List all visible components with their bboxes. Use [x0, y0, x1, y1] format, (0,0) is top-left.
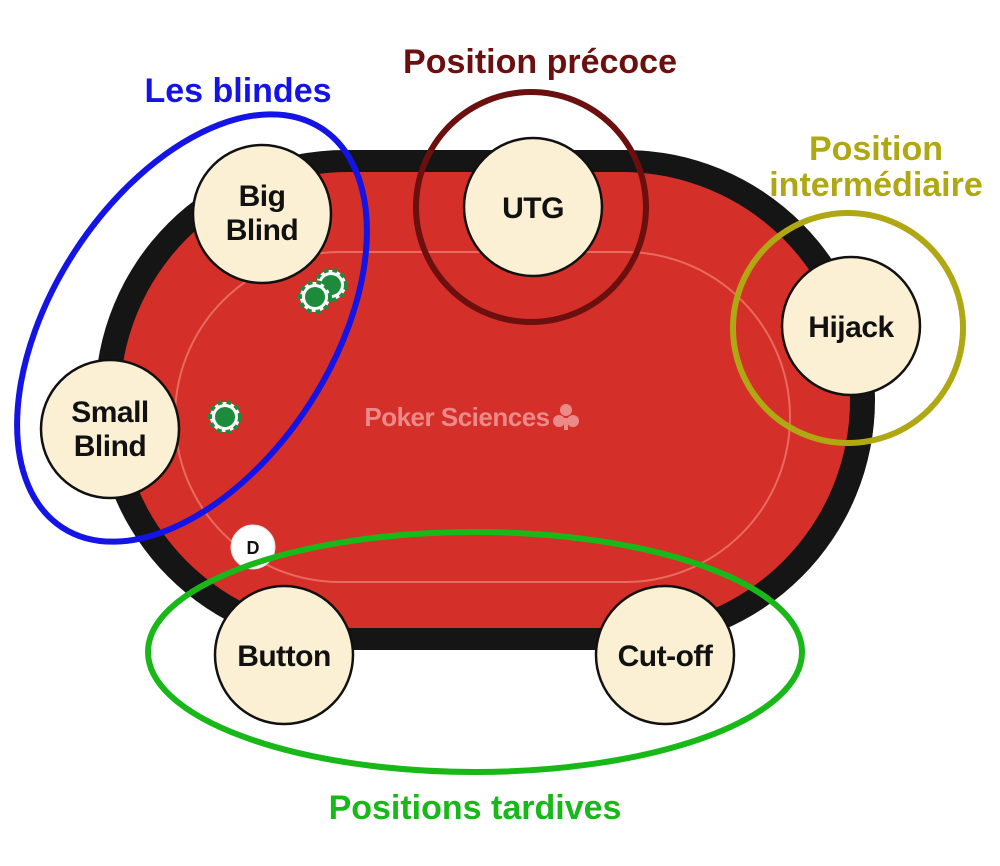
- seat-small-blind-label: Blind: [74, 430, 147, 463]
- dealer-button-label: D: [247, 538, 260, 558]
- group-label-middle: intermédiaire: [769, 166, 983, 204]
- seat-small-blind: Small Blind: [39, 358, 181, 500]
- seat-big-blind-label: Big: [239, 180, 286, 213]
- seat-utg: UTG: [462, 136, 604, 278]
- poker-chip-icon: [208, 400, 242, 434]
- seat-cutoff: Cut-off: [594, 584, 736, 726]
- seat-button: Button: [213, 584, 355, 726]
- chip-stack-big-blind: [298, 268, 348, 314]
- club-icon: [553, 404, 579, 430]
- seat-utg-label: UTG: [502, 192, 564, 225]
- group-outline-late: [145, 529, 805, 775]
- seat-big-blind: Big Blind: [191, 143, 333, 285]
- group-label-middle: Position: [809, 130, 943, 168]
- seat-button-label: Button: [237, 640, 331, 673]
- brand-watermark: Poker Sciences: [364, 402, 549, 432]
- seat-cutoff-label: Cut-off: [618, 640, 714, 673]
- group-label-late: Positions tardives: [329, 789, 622, 827]
- seat-big-blind-label: Blind: [226, 214, 299, 247]
- seat-hijack: Hijack: [780, 255, 922, 397]
- group-label-blinds: Les blindes: [144, 72, 331, 110]
- seat-small-blind-label: Small: [71, 396, 149, 429]
- seat-hijack-label: Hijack: [808, 311, 894, 344]
- group-outline-blinds: [14, 111, 370, 545]
- group-outline-middle: [730, 210, 966, 446]
- poker-chip-icon: [298, 280, 332, 314]
- group-outline-early: [413, 89, 649, 325]
- group-label-early: Position précoce: [403, 43, 677, 81]
